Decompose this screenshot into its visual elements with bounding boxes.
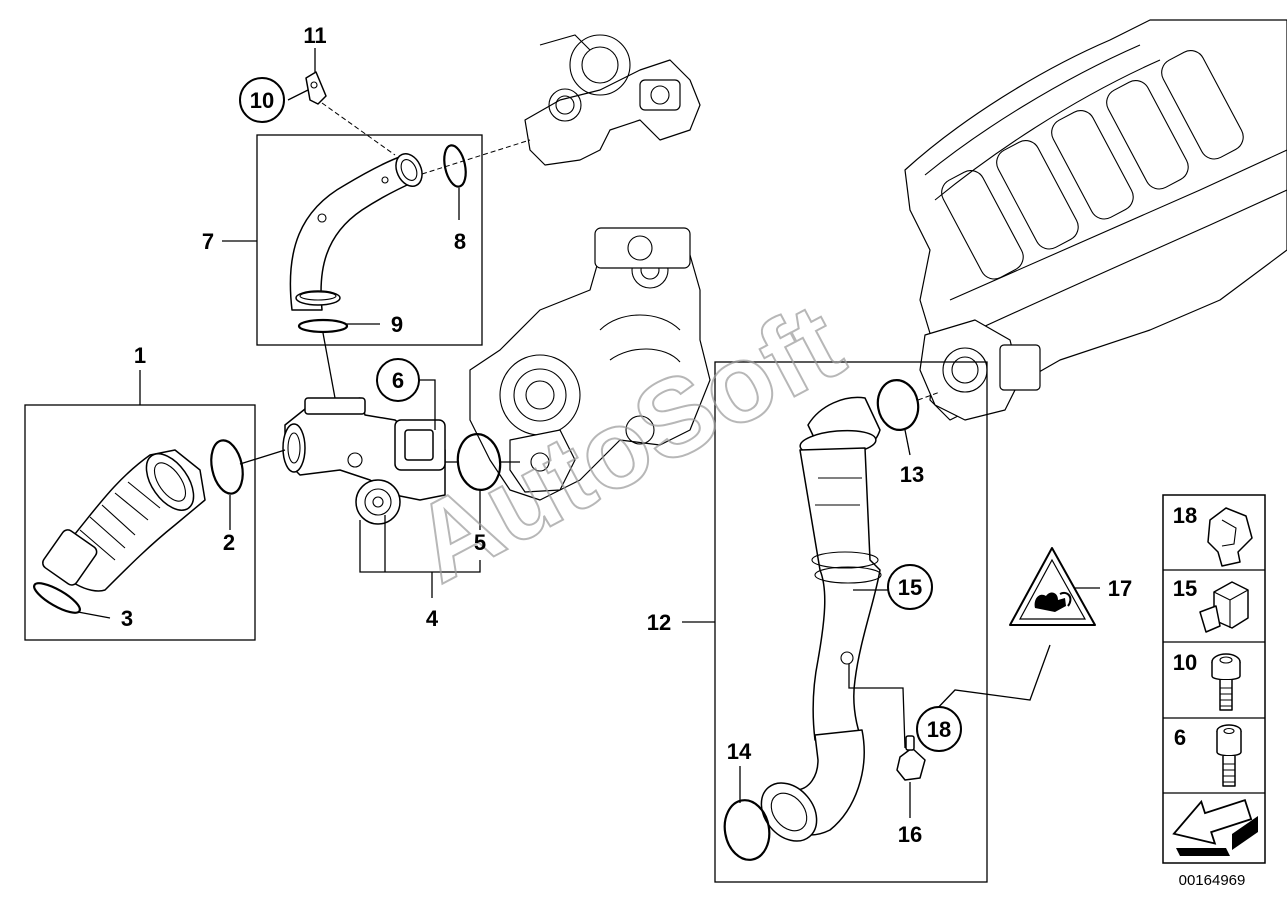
callout-18: 18: [927, 717, 951, 742]
callout-circle-15: [887, 564, 933, 610]
callout-12: 12: [647, 610, 671, 635]
callout-15: 15: [898, 575, 922, 600]
upper-turbocharger: [524, 34, 701, 166]
callout-11: 11: [303, 23, 326, 48]
assembly-box-12: [714, 361, 988, 883]
callout-circle-18: [916, 706, 962, 752]
callout-circle-10: [239, 77, 285, 123]
leader-lines: [77, 48, 1100, 818]
callout-16: 16: [898, 822, 922, 847]
diagram-number: 00164969: [1179, 872, 1246, 889]
callout-8: 8: [454, 229, 466, 254]
hex-bolt-icon: [1211, 653, 1241, 711]
callout-4: 4: [426, 606, 439, 631]
callout-2: 2: [223, 530, 235, 555]
legend-number-18: 18: [1173, 503, 1197, 528]
callout-9: 9: [391, 312, 403, 337]
bolt-10-washer-11: [305, 71, 327, 105]
caution-triangle-icon: [1009, 547, 1096, 626]
callout-14: 14: [727, 739, 752, 764]
socket-cap-screw-icon: [1216, 724, 1242, 787]
spring-clip-icon: [1199, 581, 1249, 633]
inlet-elbow-actuator-4: [282, 397, 502, 525]
callout-1: 1: [134, 343, 146, 368]
main-turbocharger: [469, 227, 711, 501]
arrow-forward-icon: [1172, 798, 1258, 856]
callouts: 11 10 7 8 9 1 6 2 5 3 4 13 15 12 17 18 1…: [121, 23, 1132, 847]
side-legend: 18 15 10 6: [1162, 494, 1266, 864]
callout-3: 3: [121, 606, 133, 631]
callout-17: 17: [1108, 576, 1132, 601]
legend-number-15: 15: [1173, 576, 1197, 601]
assembly-box-7: [256, 134, 483, 346]
callout-13: 13: [900, 462, 924, 487]
callout-5: 5: [474, 530, 486, 555]
callout-7: 7: [202, 229, 214, 254]
hose-clip-icon: [1207, 507, 1253, 567]
callout-10: 10: [250, 88, 274, 113]
legend-number-10: 10: [1173, 650, 1197, 675]
legend-number-6: 6: [1174, 725, 1186, 750]
callout-6: 6: [392, 368, 404, 393]
assembly-box-1: [24, 404, 256, 641]
callout-circle-6: [376, 358, 420, 402]
intake-manifold: [904, 19, 1287, 421]
